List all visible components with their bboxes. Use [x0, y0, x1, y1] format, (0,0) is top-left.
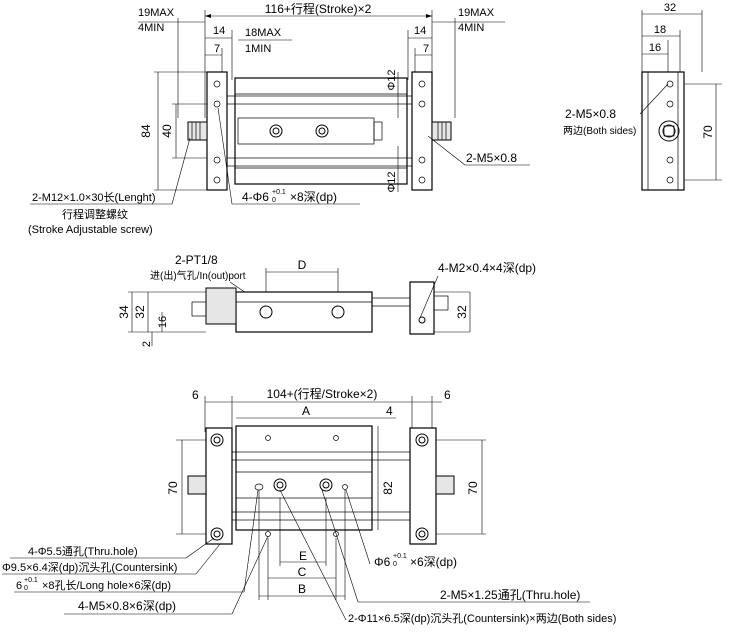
dim-32-right: 32: [455, 305, 469, 319]
label-thru-hole: 4-Φ5.5通孔(Thru.hole): [28, 545, 138, 558]
label-m2: 4-M2×0.4×4深(dp): [438, 261, 536, 275]
dim-16: 16: [649, 42, 661, 54]
dim-A: A: [302, 404, 310, 418]
label-port-line1: 2-PT1/8: [175, 253, 218, 267]
dim-7-left: 7: [214, 43, 220, 55]
dim-4: 4: [386, 404, 393, 418]
label-m5-dp: 4-M5×0.8×6深(dp): [78, 599, 176, 613]
label-long-hole-a: 6: [16, 580, 22, 592]
label-phi6-depth: ×6深(dp): [410, 555, 457, 569]
dim-total: 104+(行程/Stroke×2): [267, 386, 378, 401]
label-pin-hole-depth: ×8深(dp): [290, 190, 337, 204]
label-pin-hole-tol: +0.1: [272, 189, 286, 196]
dim-82: 82: [381, 481, 395, 495]
dim-14-right: 14: [414, 25, 426, 37]
dim-18: 18: [654, 24, 666, 36]
dim-34: 34: [117, 305, 131, 319]
dim-2: 2: [141, 341, 153, 347]
label-m5-line1: 2-M5×0.8: [565, 107, 616, 121]
dim-70: 70: [701, 125, 715, 139]
dim-40: 40: [160, 124, 174, 138]
dim-32: 32: [664, 2, 676, 14]
dim-right-max: 19MAX: [458, 7, 495, 19]
label-m5-thru: 2-M5×1.25通孔(Thru.hole): [440, 588, 580, 602]
front-view: 2-PT1/8 进(出)气孔/In(out)port D 4-M2×0.4×4深…: [117, 253, 536, 347]
dim-1min: 1MIN: [245, 43, 271, 55]
dim-right-min: 4MIN: [458, 22, 484, 34]
label-pin-hole: 4-Φ6: [242, 190, 269, 204]
label-phi6-tol0: 0: [393, 561, 397, 568]
side-view: 32 18 16 70 2-M5×0.8 两边(Both sides): [563, 2, 722, 191]
dim-6-right: 6: [444, 388, 451, 402]
dim-84: 84: [139, 124, 153, 138]
label-phi6-tol: +0.1: [393, 553, 407, 560]
label-screw-line2: 行程调整螺纹: [62, 207, 128, 221]
dim-left-max: 19MAX: [138, 7, 175, 19]
label-m5-port: 2-M5×0.8: [466, 151, 517, 165]
dim-phi12-bottom: Φ12: [386, 171, 398, 192]
label-phi11: 2-Φ11×6.5深(dp)沉头孔(Countersink)×两边(Both s…: [348, 612, 616, 625]
dim-14-left: 14: [213, 25, 225, 37]
dim-16: 16: [157, 316, 169, 328]
label-port-line2: 进(出)气孔/In(out)port: [150, 269, 246, 282]
dim-70-left: 70: [166, 481, 180, 495]
top-view: 116+行程(Stroke)×2 19MAX 4MIN 19MAX 4MIN 1…: [28, 1, 530, 236]
label-screw-line3: (Stroke Adjustable screw): [28, 224, 153, 236]
label-long-hole-tol: +0.1: [24, 577, 38, 584]
dim-C: C: [298, 565, 307, 579]
label-countersink: Φ9.5×6.4深(dp)沉头孔(Countersink): [2, 561, 177, 574]
dim-D: D: [298, 258, 307, 272]
dim-6-left: 6: [192, 388, 199, 402]
label-long-hole-b: ×8孔长/Long hole×6深(dp): [42, 579, 171, 592]
dim-stroke-total: 116+行程(Stroke)×2: [265, 1, 372, 16]
bottom-view: 6 6 104+(行程/Stroke×2) A 4: [2, 386, 616, 625]
label-m5-line2: 两边(Both sides): [563, 125, 636, 137]
dim-left-min: 4MIN: [138, 22, 164, 34]
dim-70-right: 70: [466, 481, 480, 495]
dim-B: B: [298, 582, 306, 596]
label-pin-hole-tol0: 0: [272, 197, 276, 204]
dim-7-right: 7: [423, 43, 429, 55]
label-long-hole-tol0: 0: [24, 585, 28, 592]
dim-32-left: 32: [133, 305, 147, 319]
label-phi6: Φ6: [374, 555, 391, 569]
dim-18max: 18MAX: [245, 27, 282, 39]
dim-phi12-top: Φ12: [386, 69, 398, 90]
label-screw-line1: 2-M12×1.0×30长(Lenght): [32, 191, 156, 204]
dim-E: E: [299, 549, 307, 563]
